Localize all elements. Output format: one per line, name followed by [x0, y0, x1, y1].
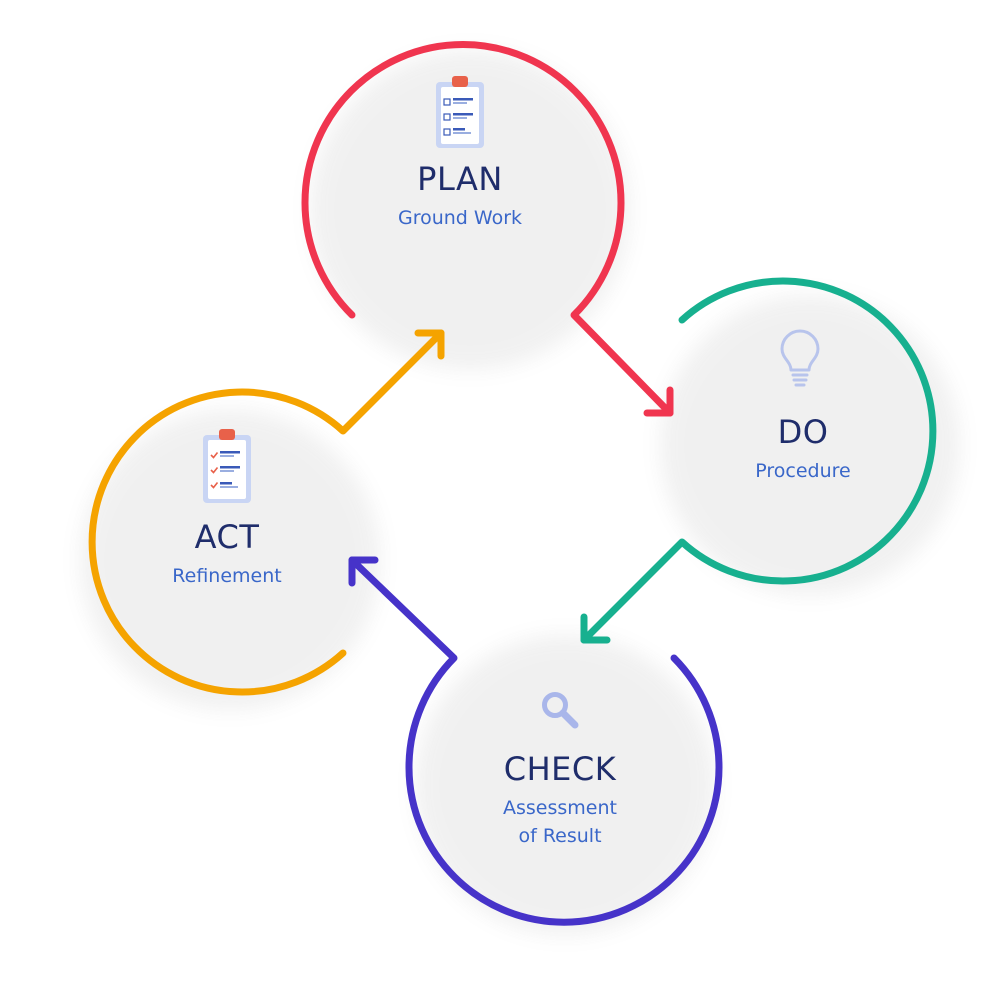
- plan-title: PLAN: [417, 160, 503, 198]
- checklist-icon: [203, 429, 251, 503]
- check-label: CHECK Assessment of Result: [430, 750, 690, 850]
- check-subtitle: Assessment of Result: [430, 794, 690, 850]
- check-arrowhead: [348, 556, 379, 587]
- do-label: DO Procedure: [673, 413, 933, 485]
- check-title: CHECK: [503, 750, 617, 788]
- plan-subtitle: Ground Work: [397, 207, 523, 229]
- act-arc: [88, 329, 445, 696]
- plan-label: PLAN Ground Work: [330, 160, 590, 232]
- do-title: DO: [777, 413, 829, 451]
- check-subtitle-line1: Assessment: [503, 797, 617, 819]
- plan-arrowhead: [643, 386, 674, 417]
- act-label: ACT Refinement: [97, 518, 357, 590]
- shadow-layer: [80, 50, 960, 935]
- plan-loop: [301, 41, 674, 417]
- check-arc: [348, 556, 723, 926]
- lightbulb-icon: [780, 329, 820, 387]
- check-subtitle-line2: of Result: [518, 825, 602, 847]
- clipboard-icon: [436, 76, 484, 148]
- act-loop: [88, 329, 445, 696]
- do-subtitle: Procedure: [755, 460, 851, 482]
- act-arrowhead: [414, 329, 445, 360]
- do-arrowhead: [580, 613, 611, 644]
- act-subtitle: Refinement: [172, 565, 282, 587]
- do-loop: [580, 277, 937, 644]
- act-title: ACT: [194, 518, 260, 556]
- check-loop: [348, 556, 723, 926]
- plan-arc: [301, 41, 674, 417]
- magnifier-icon: [542, 692, 579, 729]
- do-arc: [580, 277, 937, 644]
